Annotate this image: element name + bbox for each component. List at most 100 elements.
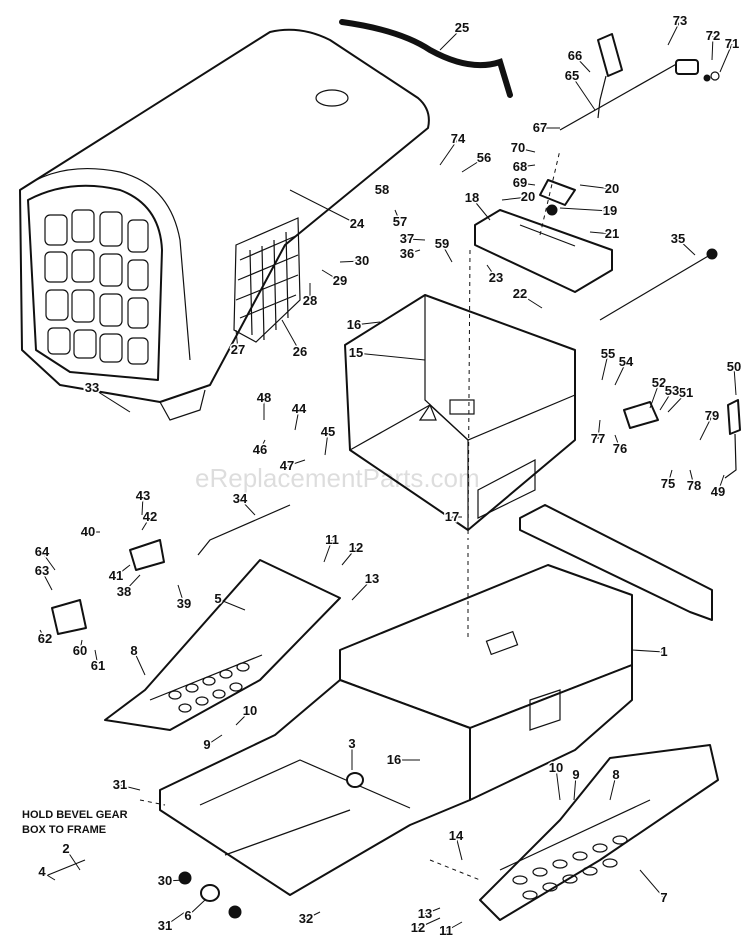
callout-76: 76 <box>613 441 627 456</box>
callout-leader-68 <box>519 164 536 168</box>
callout-leader-11 <box>445 921 463 932</box>
callout-41: 41 <box>109 568 123 583</box>
callout-leader-47 <box>286 459 306 467</box>
callout-leader-71 <box>719 43 733 73</box>
callout-leader-57 <box>394 209 401 223</box>
frame-part <box>159 564 633 896</box>
callout-16: 16 <box>387 752 401 767</box>
left-footrest-part <box>104 559 341 731</box>
callout-30: 30 <box>158 873 172 888</box>
callout-leader-39 <box>177 584 185 605</box>
callout-61: 61 <box>91 658 105 673</box>
callout-43: 43 <box>136 488 150 503</box>
callout-leader-22 <box>519 293 543 309</box>
callout-72: 72 <box>706 28 720 43</box>
callout-leader-45 <box>324 431 329 456</box>
callout-74: 74 <box>451 131 466 146</box>
callout-leader-51 <box>667 392 687 413</box>
callout-leader-42 <box>141 516 151 531</box>
screen-part <box>233 217 301 343</box>
callout-42: 42 <box>143 509 157 524</box>
callout-5: 5 <box>214 591 221 606</box>
callout-leader-1 <box>631 649 665 653</box>
callout-leader-56 <box>461 157 485 173</box>
callout-leader-62 <box>39 629 46 640</box>
callout-leader-75 <box>667 469 673 485</box>
callout-leader-23 <box>486 264 497 279</box>
callout-leader-12 <box>417 917 441 929</box>
callout-16: 16 <box>347 317 361 332</box>
callout-leader-14 <box>455 835 463 861</box>
callout-leaders <box>39 20 737 932</box>
callout-4: 4 <box>38 864 46 879</box>
callout-leader-79 <box>699 415 713 441</box>
callout-2: 2 <box>62 841 69 856</box>
callout-leader-33 <box>91 387 131 413</box>
hardware-parts <box>47 248 741 919</box>
callout-leader-7 <box>639 869 665 899</box>
callout-leader-6 <box>187 899 206 917</box>
callout-77: 77 <box>591 431 605 446</box>
callout-leader-58 <box>381 184 388 191</box>
callout-leader-26 <box>281 319 301 353</box>
callout-leader-11 <box>323 539 333 563</box>
callout-leader-49 <box>717 474 725 493</box>
callout-70: 70 <box>511 140 525 155</box>
callout-leader-15 <box>355 352 426 361</box>
callout-leader-27 <box>235 329 239 351</box>
callout-9: 9 <box>572 767 579 782</box>
callout-leader-46 <box>259 439 266 451</box>
callout-leader-20 <box>501 196 529 201</box>
callout-38: 38 <box>117 584 131 599</box>
callout-leader-31 <box>119 784 141 791</box>
callout-71: 71 <box>725 36 739 51</box>
callout-leader-77 <box>597 419 601 440</box>
callout-67: 67 <box>533 120 547 135</box>
callout-leader-13 <box>424 907 441 915</box>
callout-leader-55 <box>601 353 609 381</box>
callout-leader-30 <box>339 260 363 263</box>
callout-leader-31 <box>164 911 186 927</box>
callout-13: 13 <box>365 571 379 586</box>
callout-11: 11 <box>325 532 339 547</box>
callout-leader-34 <box>239 498 256 516</box>
callout-64: 64 <box>35 544 50 559</box>
callout-14: 14 <box>449 828 464 843</box>
callout-22: 22 <box>513 286 527 301</box>
callout-leader-44 <box>294 408 300 431</box>
callout-35: 35 <box>671 231 685 246</box>
callout-leader-10 <box>555 767 561 801</box>
callout-leader-21 <box>589 231 613 235</box>
callout-leader-29 <box>321 269 341 282</box>
note-line-1: HOLD BEVEL GEAR <box>22 809 128 821</box>
callout-leader-50 <box>733 366 737 396</box>
callout-53: 53 <box>665 383 679 398</box>
callout-40: 40 <box>81 524 95 539</box>
callout-leader-2 <box>65 848 81 871</box>
hood-part <box>19 28 430 421</box>
callout-29: 29 <box>333 273 347 288</box>
callout-leader-8 <box>609 774 617 801</box>
callout-leader-30 <box>164 879 186 882</box>
callout-68: 68 <box>513 159 527 174</box>
callout-10: 10 <box>243 703 257 718</box>
callout-21: 21 <box>605 226 619 241</box>
callout-51: 51 <box>679 385 693 400</box>
callout-9: 9 <box>203 737 210 752</box>
callout-39: 39 <box>177 596 191 611</box>
callout-12: 12 <box>349 540 363 555</box>
crossbar-part <box>519 504 713 621</box>
callout-12: 12 <box>411 920 425 935</box>
rod-part <box>339 19 513 98</box>
callout-leader-12 <box>341 547 357 566</box>
callout-46: 46 <box>253 442 267 457</box>
callout-leader-4 <box>41 871 56 881</box>
callout-leader-25 <box>439 27 463 51</box>
callout-leader-60 <box>79 639 83 652</box>
callout-leader-9 <box>573 774 577 801</box>
callout-19: 19 <box>603 203 617 218</box>
lever-assembly <box>559 33 720 131</box>
callout-leader-65 <box>571 75 596 111</box>
right-footrest-part <box>479 744 719 921</box>
